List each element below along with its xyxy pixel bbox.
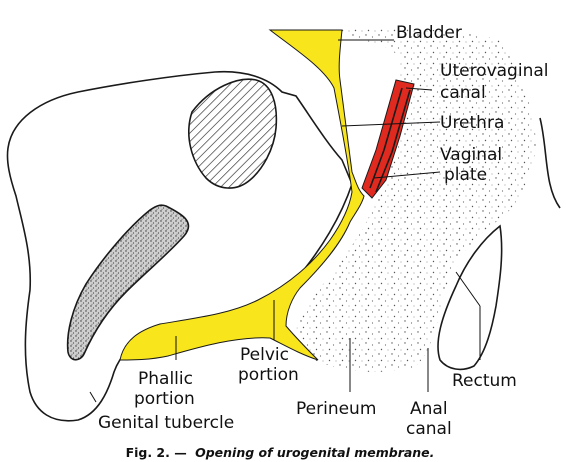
label-urethra: Urethra xyxy=(440,113,504,133)
label-genital-tubercle: Genital tubercle xyxy=(98,413,234,433)
label-plate: plate xyxy=(444,165,487,185)
label-phallic: Phallic xyxy=(138,369,193,389)
label-pelvic: Pelvic xyxy=(240,345,289,365)
caption-prefix: Fig. 2. — xyxy=(126,445,187,460)
caption-text: Opening of urogenital membrane. xyxy=(195,445,434,460)
label-bladder: Bladder xyxy=(396,23,462,43)
label-anal: Anal xyxy=(410,399,448,419)
label-phallic-portion: portion xyxy=(134,389,195,409)
label-canal: canal xyxy=(440,83,486,103)
label-anal-canal: canal xyxy=(406,419,452,439)
symphysis-hatched xyxy=(189,79,277,188)
label-rectum: Rectum xyxy=(452,371,517,391)
label-perineum: Perineum xyxy=(296,399,376,419)
label-pelvic-portion: portion xyxy=(238,365,299,385)
label-uterovaginal: Uterovaginal xyxy=(440,61,549,81)
figure-caption: Fig. 2. — Opening of urogenital membrane… xyxy=(126,445,435,460)
label-vaginal: Vaginal xyxy=(440,145,502,165)
